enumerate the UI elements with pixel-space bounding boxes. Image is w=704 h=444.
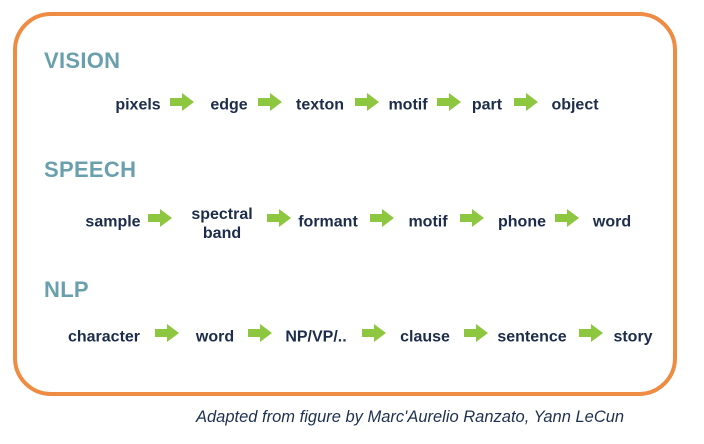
right-arrow-icon	[514, 93, 538, 111]
right-arrow-icon	[362, 324, 386, 342]
nlp-item-2: word	[195, 328, 235, 346]
vision-item-1: pixels	[115, 96, 161, 114]
right-arrow-icon	[464, 324, 488, 342]
nlp-item-6: story	[613, 328, 653, 346]
right-arrow-icon	[579, 324, 603, 342]
right-arrow-icon	[370, 209, 394, 227]
right-arrow-icon	[460, 209, 484, 227]
nlp-item-1: character	[67, 328, 141, 346]
section-title-vision: VISION	[44, 48, 121, 73]
right-arrow-icon	[437, 93, 461, 111]
nlp-item-4: clause	[400, 328, 450, 346]
vision-item-4: motif	[388, 96, 428, 114]
nlp-item-3: NP/VP/..	[285, 328, 347, 346]
speech-item-1: sample	[85, 213, 141, 231]
speech-item-3: formant	[298, 213, 358, 231]
right-arrow-icon	[555, 209, 579, 227]
right-arrow-icon	[155, 324, 179, 342]
right-arrow-icon	[355, 93, 379, 111]
section-title-nlp: NLP	[44, 277, 89, 302]
right-arrow-icon	[267, 209, 291, 227]
caption: Adapted from figure by Marc'Aurelio Ranz…	[196, 408, 625, 426]
vision-item-2: edge	[210, 96, 248, 114]
vision-item-3: texton	[296, 96, 344, 114]
nlp-item-5: sentence	[497, 328, 567, 346]
vision-item-6: object	[551, 96, 599, 114]
right-arrow-icon	[248, 324, 272, 342]
right-arrow-icon	[148, 209, 172, 227]
speech-item-2: spectral band	[191, 206, 253, 242]
right-arrow-icon	[258, 93, 282, 111]
speech-item-4: motif	[408, 213, 448, 231]
rounded-frame	[13, 12, 677, 396]
right-arrow-icon	[170, 93, 194, 111]
section-title-speech: SPEECH	[44, 157, 137, 182]
speech-item-5: phone	[498, 213, 546, 231]
vision-item-5: part	[471, 96, 503, 114]
speech-item-6: word	[592, 213, 632, 231]
